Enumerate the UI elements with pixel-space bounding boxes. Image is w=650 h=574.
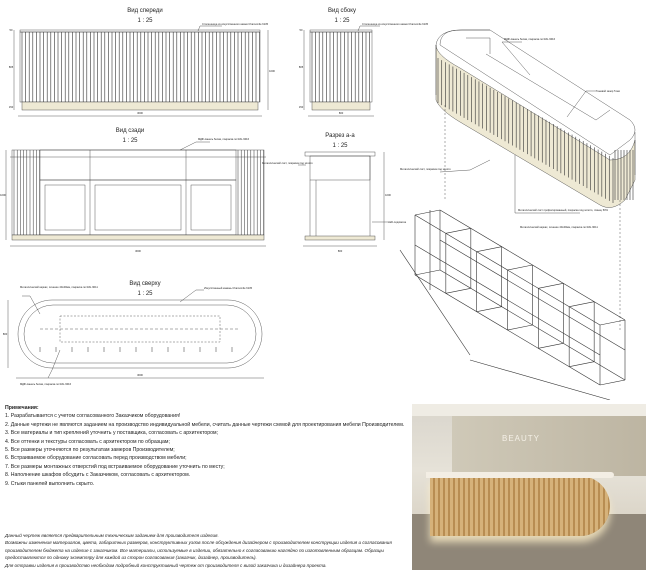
disclaimer-line: Возможны изменения материалов, цвета, га… — [5, 540, 392, 561]
top-view — [7, 289, 264, 379]
slat-line — [507, 264, 533, 271]
iso-gap-label: Теневой зазор 5 мм — [596, 89, 620, 93]
metal-frame-view — [399, 209, 626, 400]
drawings: Вид спереди 1 : 25 Столешница из искусст… — [0, 8, 636, 400]
top-mdf-label: МДФ-панель белая, покраска по RAL 9016 — [20, 382, 72, 386]
dim: 150 — [9, 105, 14, 109]
slat-line — [507, 324, 533, 331]
photo-sign: BEAUTY — [502, 434, 541, 443]
note-item: 5. Все размеры уточняются по результатам… — [5, 447, 175, 454]
front-view-title: Вид спереди — [127, 8, 163, 14]
front-view — [13, 25, 269, 117]
back-view-scale: 1 : 25 — [122, 138, 138, 144]
disclaimer-line: Для отправки изделия в производство необ… — [5, 562, 327, 568]
notes-heading: Примечания: — [5, 405, 39, 411]
back-view-label: МДФ-панель белая, покраска по RAL 9016 — [198, 137, 250, 141]
top-view-title: Вид сверху — [129, 281, 160, 287]
iso-view — [435, 29, 636, 330]
slat-line — [414, 209, 441, 216]
disclaimer-line: Данный чертеж является предварительным т… — [5, 533, 219, 538]
dim: 150 — [299, 105, 304, 109]
iso-mdf-label: МДФ-панель белая, покраска по RAL 9016 — [504, 37, 556, 41]
note-item: 4. Все оттенки и текстуры согласовать с … — [5, 438, 170, 445]
top-stone-label: Искусственный камень Chamomile 6135 — [204, 286, 253, 290]
back-height-dim: 1000 — [0, 193, 6, 197]
slat-line — [599, 319, 626, 326]
side-view — [303, 25, 380, 117]
note-item: 2. Данные чертежи не являются заданием н… — [5, 421, 405, 428]
back-width-dim: 3000 — [135, 249, 141, 253]
slat-line — [599, 379, 626, 386]
slat-line — [569, 301, 595, 307]
section-width-dim: 800 — [338, 249, 343, 253]
note-item: 9. Стыки панелей выполнить скрыто. — [5, 480, 95, 487]
notes: Примечания: 1. Разрабатывается с учетом … — [5, 404, 405, 488]
iso-metal-label: Металлический лист, покраска под золото — [400, 167, 451, 171]
note-item: 6. Встраиваемое оборудование согласовать… — [5, 455, 187, 462]
side-view-title: Вид сбоку — [328, 8, 356, 14]
top-frame-label: Металлический каркас, сечение 40х40мм, п… — [20, 285, 98, 289]
section-metal-label: Металлический лист, покраска под золото — [262, 161, 313, 165]
slat-line — [569, 361, 595, 367]
section-height-dim: 1000 — [385, 193, 391, 197]
slat-line — [414, 269, 441, 276]
front-width-dim: 3000 — [137, 111, 143, 115]
disclaimer: Данный чертеж является предварительным т… — [5, 532, 415, 569]
back-view-title: Вид сзади — [116, 128, 144, 134]
slat-line — [445, 288, 471, 294]
dim: 50 — [300, 28, 303, 32]
top-view-scale: 1 : 25 — [137, 291, 153, 297]
front-view-label: Столешница из искусственного камня Chamo… — [202, 22, 269, 26]
dim: 805 — [299, 65, 304, 69]
section-led-label: LED-подсветка — [388, 220, 407, 224]
note-item: 7. Все размеры монтажных отверстий под в… — [5, 463, 225, 470]
side-width-dim: 800 — [339, 111, 344, 115]
iso-profile-label: Металлический лист профилированный, покр… — [518, 208, 609, 212]
reception-photo: BEAUTY — [412, 404, 646, 570]
front-view-scale: 1 : 25 — [137, 18, 153, 24]
section-view — [298, 151, 388, 247]
iso-frame-label: Металлический каркас, сечение 40х40мм, п… — [520, 225, 598, 229]
dim: 50 — [10, 28, 13, 32]
slat-line — [538, 283, 564, 289]
section-scale: 1 : 25 — [332, 143, 348, 149]
note-item: 1. Разрабатывается с учетом согласованно… — [5, 413, 181, 420]
dim: 805 — [9, 65, 14, 69]
back-view — [5, 141, 266, 247]
slat-line — [476, 306, 502, 312]
note-item: 8. Наполнение шкафов обсудить с Заказчик… — [5, 472, 191, 479]
note-item: 3. Все материалы и тип креплений уточнит… — [5, 430, 219, 437]
slat-line — [476, 246, 502, 252]
side-view-scale: 1 : 25 — [334, 18, 350, 24]
front-height-dim: 1000 — [269, 69, 275, 73]
section-title: Разрез а-а — [325, 133, 355, 139]
slat-line — [538, 343, 564, 349]
top-width-dim: 3000 — [137, 373, 143, 377]
top-depth-dim: 800 — [3, 332, 8, 336]
side-view-label: Столешница из искусственного камня Chamo… — [362, 22, 429, 26]
slat-line — [445, 228, 471, 234]
